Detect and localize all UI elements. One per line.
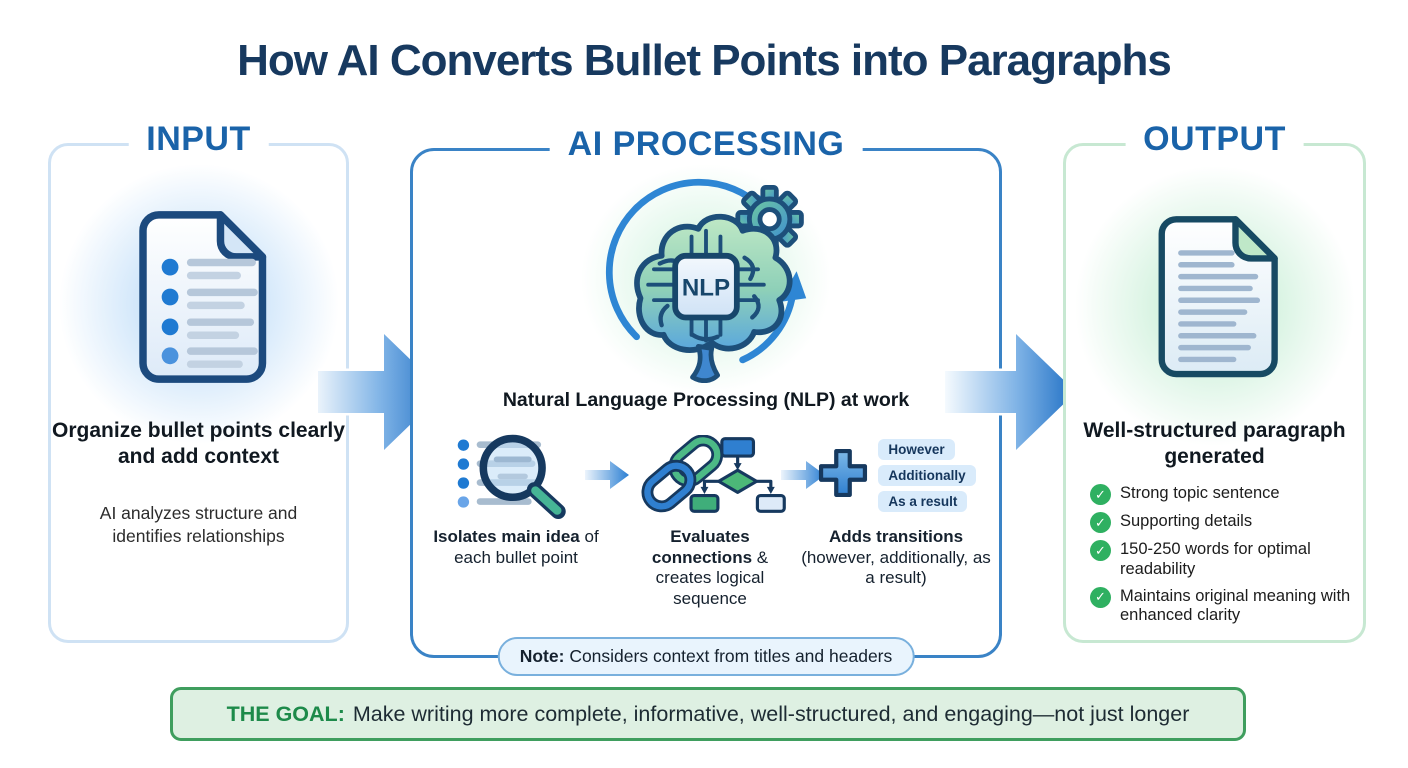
processing-panel-title: AI PROCESSING — [549, 125, 863, 164]
plus-icon — [816, 446, 870, 505]
flowchart-icon — [689, 437, 786, 513]
paragraph-document-icon — [1149, 212, 1281, 389]
nlp-chip-label: NLP — [682, 274, 730, 301]
checklist-item: ✓ Supporting details — [1090, 512, 1357, 533]
step-transitions: However Additionally As a result Adds tr… — [801, 431, 991, 589]
output-panel: OUTPUT Well-struct — [1063, 120, 1366, 643]
checklist-item: ✓ 150-250 words for optimal readability — [1090, 540, 1357, 580]
step-caption: Evaluates connections & creates logical … — [651, 527, 769, 609]
check-icon: ✓ — [1090, 484, 1111, 505]
ai-processing-panel: AI PROCESSING — [410, 125, 1002, 676]
bullet-document-icon — [129, 208, 269, 391]
transition-pills: However Additionally As a result — [878, 438, 976, 512]
goal-text: Make writing more complete, informative,… — [352, 701, 1190, 726]
input-panel: INPUT Organize bullet points clearly a — [48, 120, 349, 643]
nlp-caption: Natural Language Processing (NLP) at wor… — [502, 389, 910, 411]
output-checklist: ✓ Strong topic sentence ✓ Supporting det… — [1090, 484, 1357, 626]
circular-arrows-icon — [605, 178, 797, 364]
step-arrow-icon — [781, 459, 827, 496]
step-caption: Adds transitions (however, additionally,… — [801, 527, 991, 588]
goal-banner: THE GOAL: Make writing more complete, in… — [170, 687, 1246, 741]
step-connections: Evaluates connections & creates logical … — [625, 431, 795, 610]
check-icon: ✓ — [1090, 512, 1111, 533]
pill-additionally: Additionally — [878, 464, 976, 486]
pill-however: However — [878, 438, 955, 460]
goal-label: THE GOAL: — [226, 701, 345, 726]
check-icon: ✓ — [1090, 540, 1111, 561]
step-arrow-icon — [585, 459, 631, 496]
output-heading: Well-structured paragraph generated — [1083, 419, 1346, 469]
step-caption: Isolates main idea of each bullet point — [433, 527, 599, 567]
processing-to-output-arrow-icon — [942, 328, 1080, 458]
chain-flowchart-icon — [625, 431, 795, 519]
brain-nlp-icon: NLP — [600, 171, 812, 388]
check-icon: ✓ — [1090, 586, 1111, 608]
input-panel-title: INPUT — [128, 120, 269, 159]
note-pill: Note: Considers context from titles and … — [497, 637, 915, 676]
pill-as-a-result: As a result — [878, 490, 968, 512]
magnifier-list-icon — [431, 431, 601, 520]
page-title: How AI Converts Bullet Points into Parag… — [237, 36, 1172, 85]
input-heading: Organize bullet points clearly and add c… — [52, 419, 345, 469]
input-subtext: AI analyzes structure and identifies rel… — [99, 503, 298, 546]
processing-steps: Isolates main idea of each bullet point — [413, 431, 999, 621]
chain-link-icon — [641, 435, 724, 513]
output-panel-title: OUTPUT — [1125, 120, 1304, 159]
checklist-item: ✓ Maintains original meaning with enhanc… — [1090, 586, 1357, 627]
checklist-item: ✓ Strong topic sentence — [1090, 484, 1357, 505]
step-isolate: Isolates main idea of each bullet point — [431, 431, 601, 568]
